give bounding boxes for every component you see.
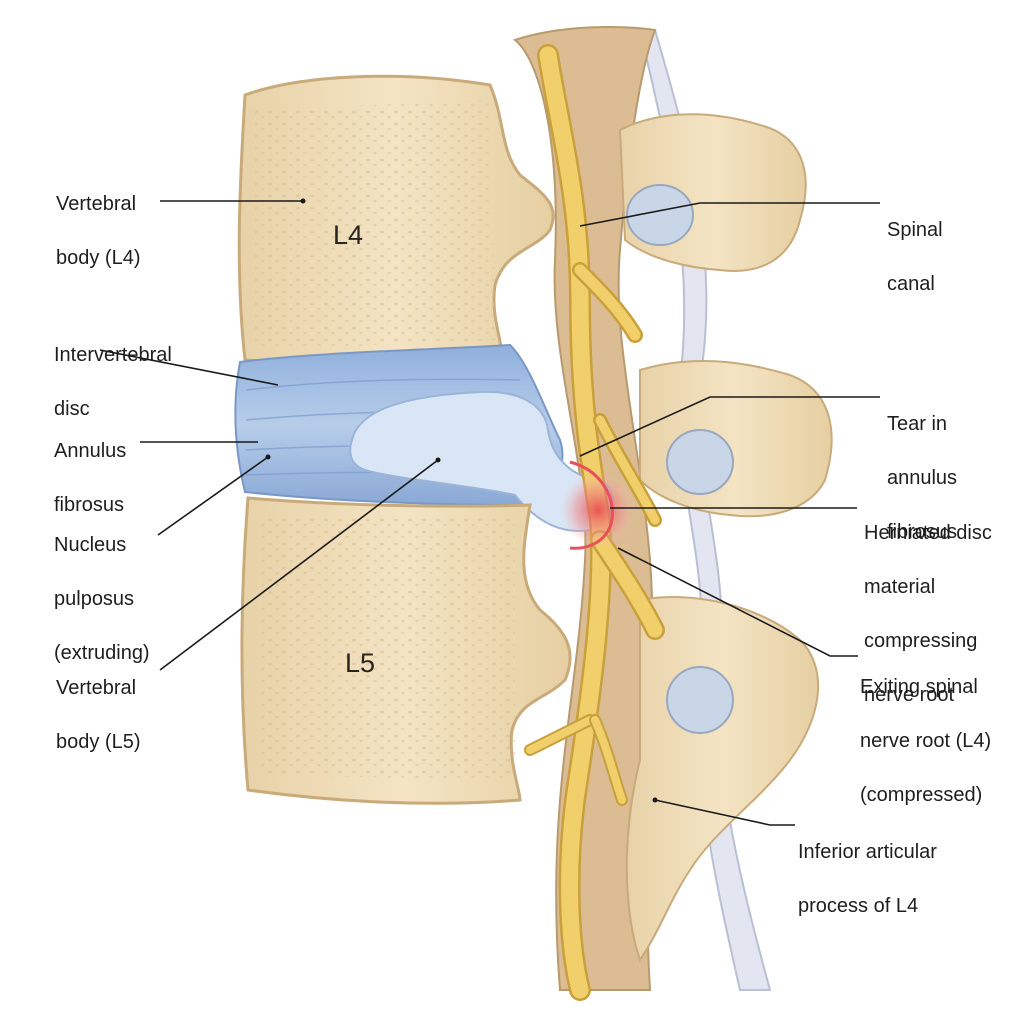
label-vertebral-body-l4: Vertebral body (L4) xyxy=(56,193,141,269)
label-nucleus-pulposus: Nucleus pulposus (extruding) xyxy=(54,534,150,664)
compression-site xyxy=(560,472,636,548)
leader-lines xyxy=(99,200,880,826)
label-tear-in-annulus: Tear in annulus fibrosus xyxy=(887,413,958,543)
label-herniated-disc: Herniated disc material compressing nerv… xyxy=(864,522,992,706)
label-annulus-fibrosus: Annulus fibrosus xyxy=(54,440,127,516)
vertebra-label-l4: L4 xyxy=(333,220,364,250)
facet-joint-middle xyxy=(666,429,734,495)
label-spinal-canal: Spinal canal xyxy=(887,219,943,295)
label-vertebral-body-l5: Vertebral body (L5) xyxy=(56,677,141,753)
posterior-element-middle xyxy=(639,359,833,518)
label-intervertebral-disc: Intervertebral disc xyxy=(54,344,172,420)
label-inferior-articular-process: Inferior articular process of L4 xyxy=(798,841,937,917)
label-exiting-nerve-root: Exiting spinal nerve root (L4) (compress… xyxy=(860,676,992,806)
vertebra-label-l5: L5 xyxy=(345,648,376,678)
facet-joint-lower xyxy=(666,666,734,734)
facet-joint-upper xyxy=(626,184,694,246)
